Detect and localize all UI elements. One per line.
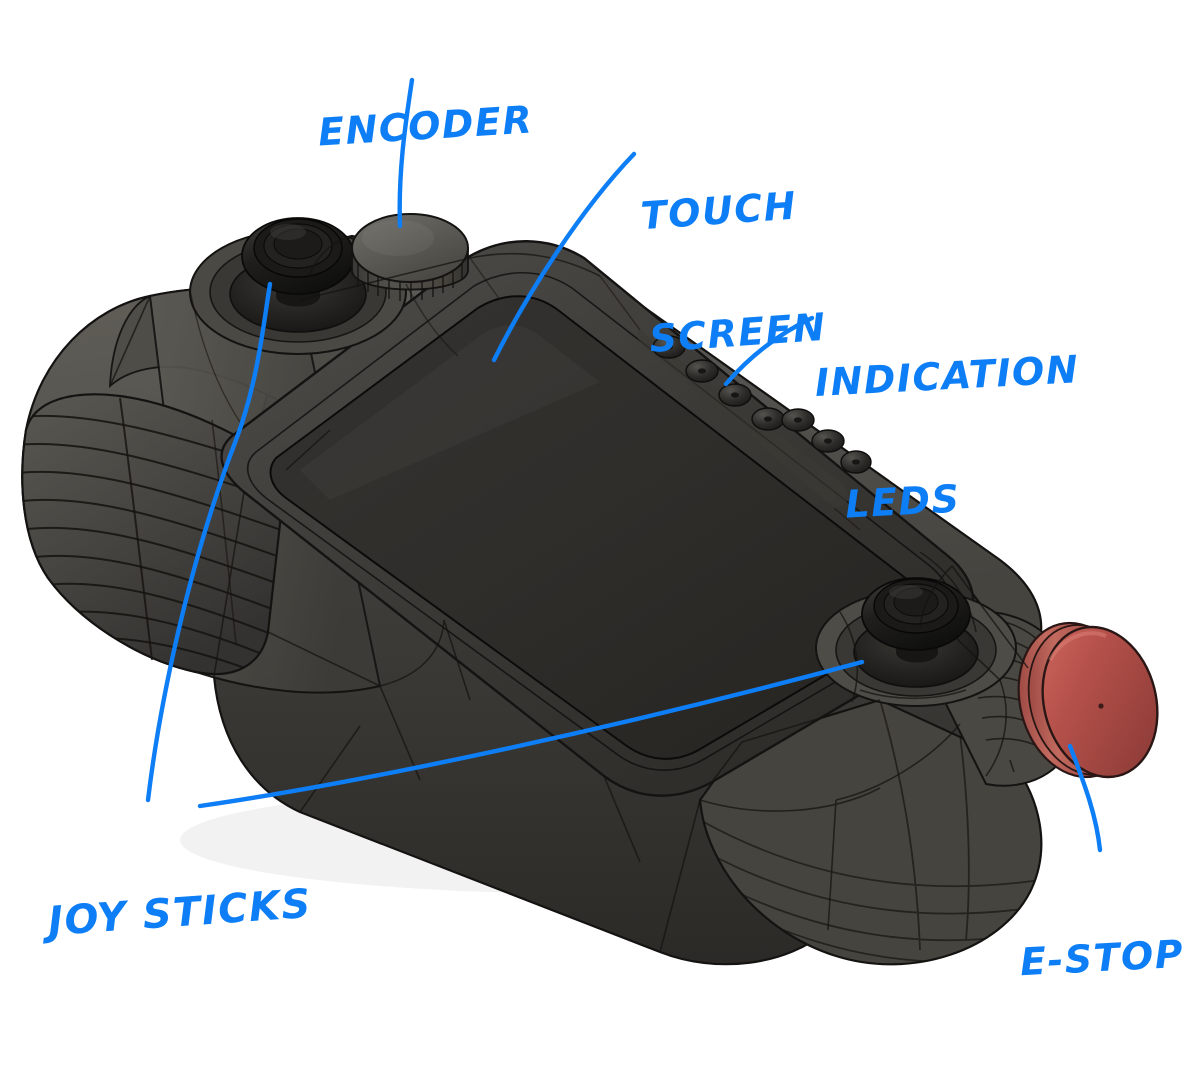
cad-wireframe-edges <box>109 235 1029 953</box>
callout-label-encoder: ENCODER <box>312 18 539 236</box>
panel-seams <box>189 257 861 531</box>
callout-text-touch-2: SCREEN <box>647 304 828 362</box>
callout-label-e-stop: E-STOP <box>1015 852 1190 1065</box>
leader-joysticks-left <box>145 281 273 803</box>
callout-label-touch-screen: TOUCH SCREEN <box>634 102 834 442</box>
e-stop-button[interactable] <box>1003 610 1173 789</box>
right-joystick[interactable] <box>815 577 1017 707</box>
leader-joysticks-right <box>197 659 865 809</box>
callout-label-indication-leds: INDICATION LEDS <box>810 267 1091 609</box>
callout-text-e-stop: E-STOP <box>1018 931 1186 985</box>
left-grip <box>21 393 288 676</box>
leader-estop <box>1067 743 1103 853</box>
device-render <box>21 213 1173 966</box>
callout-text-encoder: ENCODER <box>316 97 535 155</box>
callout-text-leds-2: LEDS <box>844 476 962 527</box>
callout-text-joy-sticks: JOY STICKS <box>46 881 314 946</box>
indication-leds <box>636 330 872 508</box>
callout-text-leds-1: INDICATION <box>813 347 1081 406</box>
leader-indication-leds <box>723 315 815 387</box>
leader-encoder <box>397 77 415 229</box>
render-canvas: ENCODER TOUCH SCREEN INDICATION LEDS JOY… <box>21 18 1186 985</box>
leader-touch-screen <box>491 151 637 363</box>
annotation-layer <box>145 77 1103 853</box>
callout-label-joy-sticks: JOY STICKS <box>41 797 319 1031</box>
callout-text-touch-1: TOUCH <box>639 183 799 239</box>
